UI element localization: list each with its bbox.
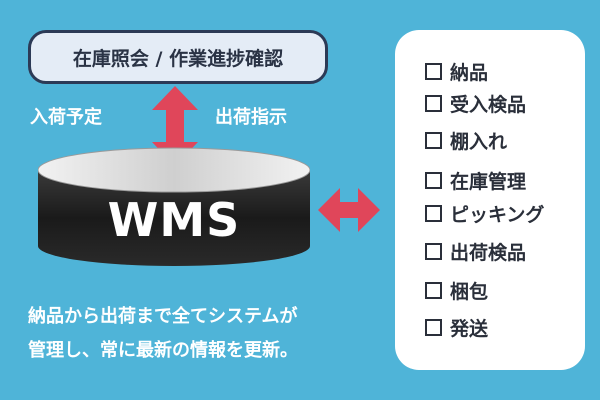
checkbox-icon — [425, 95, 442, 112]
checklist-item-inventory-management: 在庫管理 — [425, 167, 526, 194]
inventory-query-box: 在庫照会 / 作業進捗確認 — [28, 30, 328, 84]
checklist-item-picking: ピッキング — [425, 200, 544, 227]
checklist-item-putaway: 棚入れ — [425, 127, 507, 154]
checklist-item-shipping-inspection: 出荷検品 — [425, 238, 526, 265]
checklist-label: ピッキング — [450, 204, 545, 226]
checklist-item-delivery: 納品 — [425, 58, 488, 85]
description-line-2: 管理し、常に最新の情報を更新。 — [28, 340, 298, 361]
shipping-instruction-label: 出荷指示 — [215, 107, 287, 128]
checklist-item-dispatch: 発送 — [425, 314, 488, 341]
checkbox-icon — [425, 172, 442, 189]
wms-cylinder — [38, 147, 310, 266]
description-line-1: 納品から出荷まで全てシステムが — [28, 306, 298, 327]
checklist-item-receiving-inspection: 受入検品 — [425, 90, 526, 117]
inventory-query-label: 在庫照会 / 作業進捗確認 — [72, 47, 284, 70]
inbound-schedule-label: 入荷予定 — [30, 107, 102, 128]
checklist-item-packing: 梱包 — [425, 277, 488, 304]
description-text: 納品から出荷まで全てシステムが 管理し、常に最新の情報を更新。 — [28, 300, 368, 368]
checkbox-icon — [425, 205, 442, 222]
checklist-label: 発送 — [450, 318, 489, 340]
checkbox-icon — [425, 282, 442, 299]
checkbox-icon — [425, 319, 442, 336]
checkbox-icon — [425, 132, 442, 149]
process-checklist-panel: 納品 受入検品 棚入れ 在庫管理 ピッキング 出荷検品 — [395, 30, 585, 370]
checklist-label: 棚入れ — [450, 131, 508, 153]
checkbox-icon — [425, 63, 442, 80]
checklist-label: 受入検品 — [450, 94, 527, 116]
horizontal-double-arrow-icon — [318, 188, 380, 232]
checklist-label: 出荷検品 — [450, 242, 527, 264]
checklist-label: 納品 — [450, 62, 489, 84]
checklist-label: 梱包 — [450, 281, 489, 303]
vertical-double-arrow-icon — [152, 86, 198, 166]
checkbox-icon — [425, 243, 442, 260]
wms-label: WMS — [107, 193, 241, 247]
checklist-label: 在庫管理 — [450, 171, 527, 193]
